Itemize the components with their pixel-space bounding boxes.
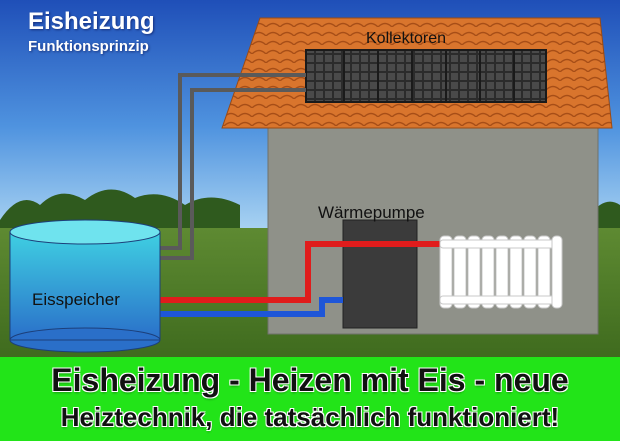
cold-pipe	[160, 297, 343, 317]
ice-storage-tank	[9, 219, 161, 353]
radiator	[439, 235, 563, 309]
solar-collectors	[305, 49, 547, 103]
collector-pipe-outer	[160, 73, 306, 250]
caption-banner	[0, 357, 620, 441]
diagram-subtitle: Funktionsprinzip	[28, 38, 149, 55]
heat-pump-label: Wärmepumpe	[318, 203, 425, 222]
collector-pipe-inner	[160, 88, 306, 260]
banner-subline: Heiztechnik, die tatsächlich funktionier…	[60, 402, 560, 432]
ice-storage-label: Eisspeicher	[32, 290, 120, 309]
diagram-title: Eisheizung	[28, 8, 155, 35]
heat-pump	[342, 219, 418, 329]
warm-pipe	[160, 241, 440, 303]
collectors-label: Kollektoren	[366, 30, 447, 47]
banner-headline: Eisheizung - Heizen mit Eis - neue	[51, 362, 569, 398]
collector-dividers	[343, 50, 515, 102]
